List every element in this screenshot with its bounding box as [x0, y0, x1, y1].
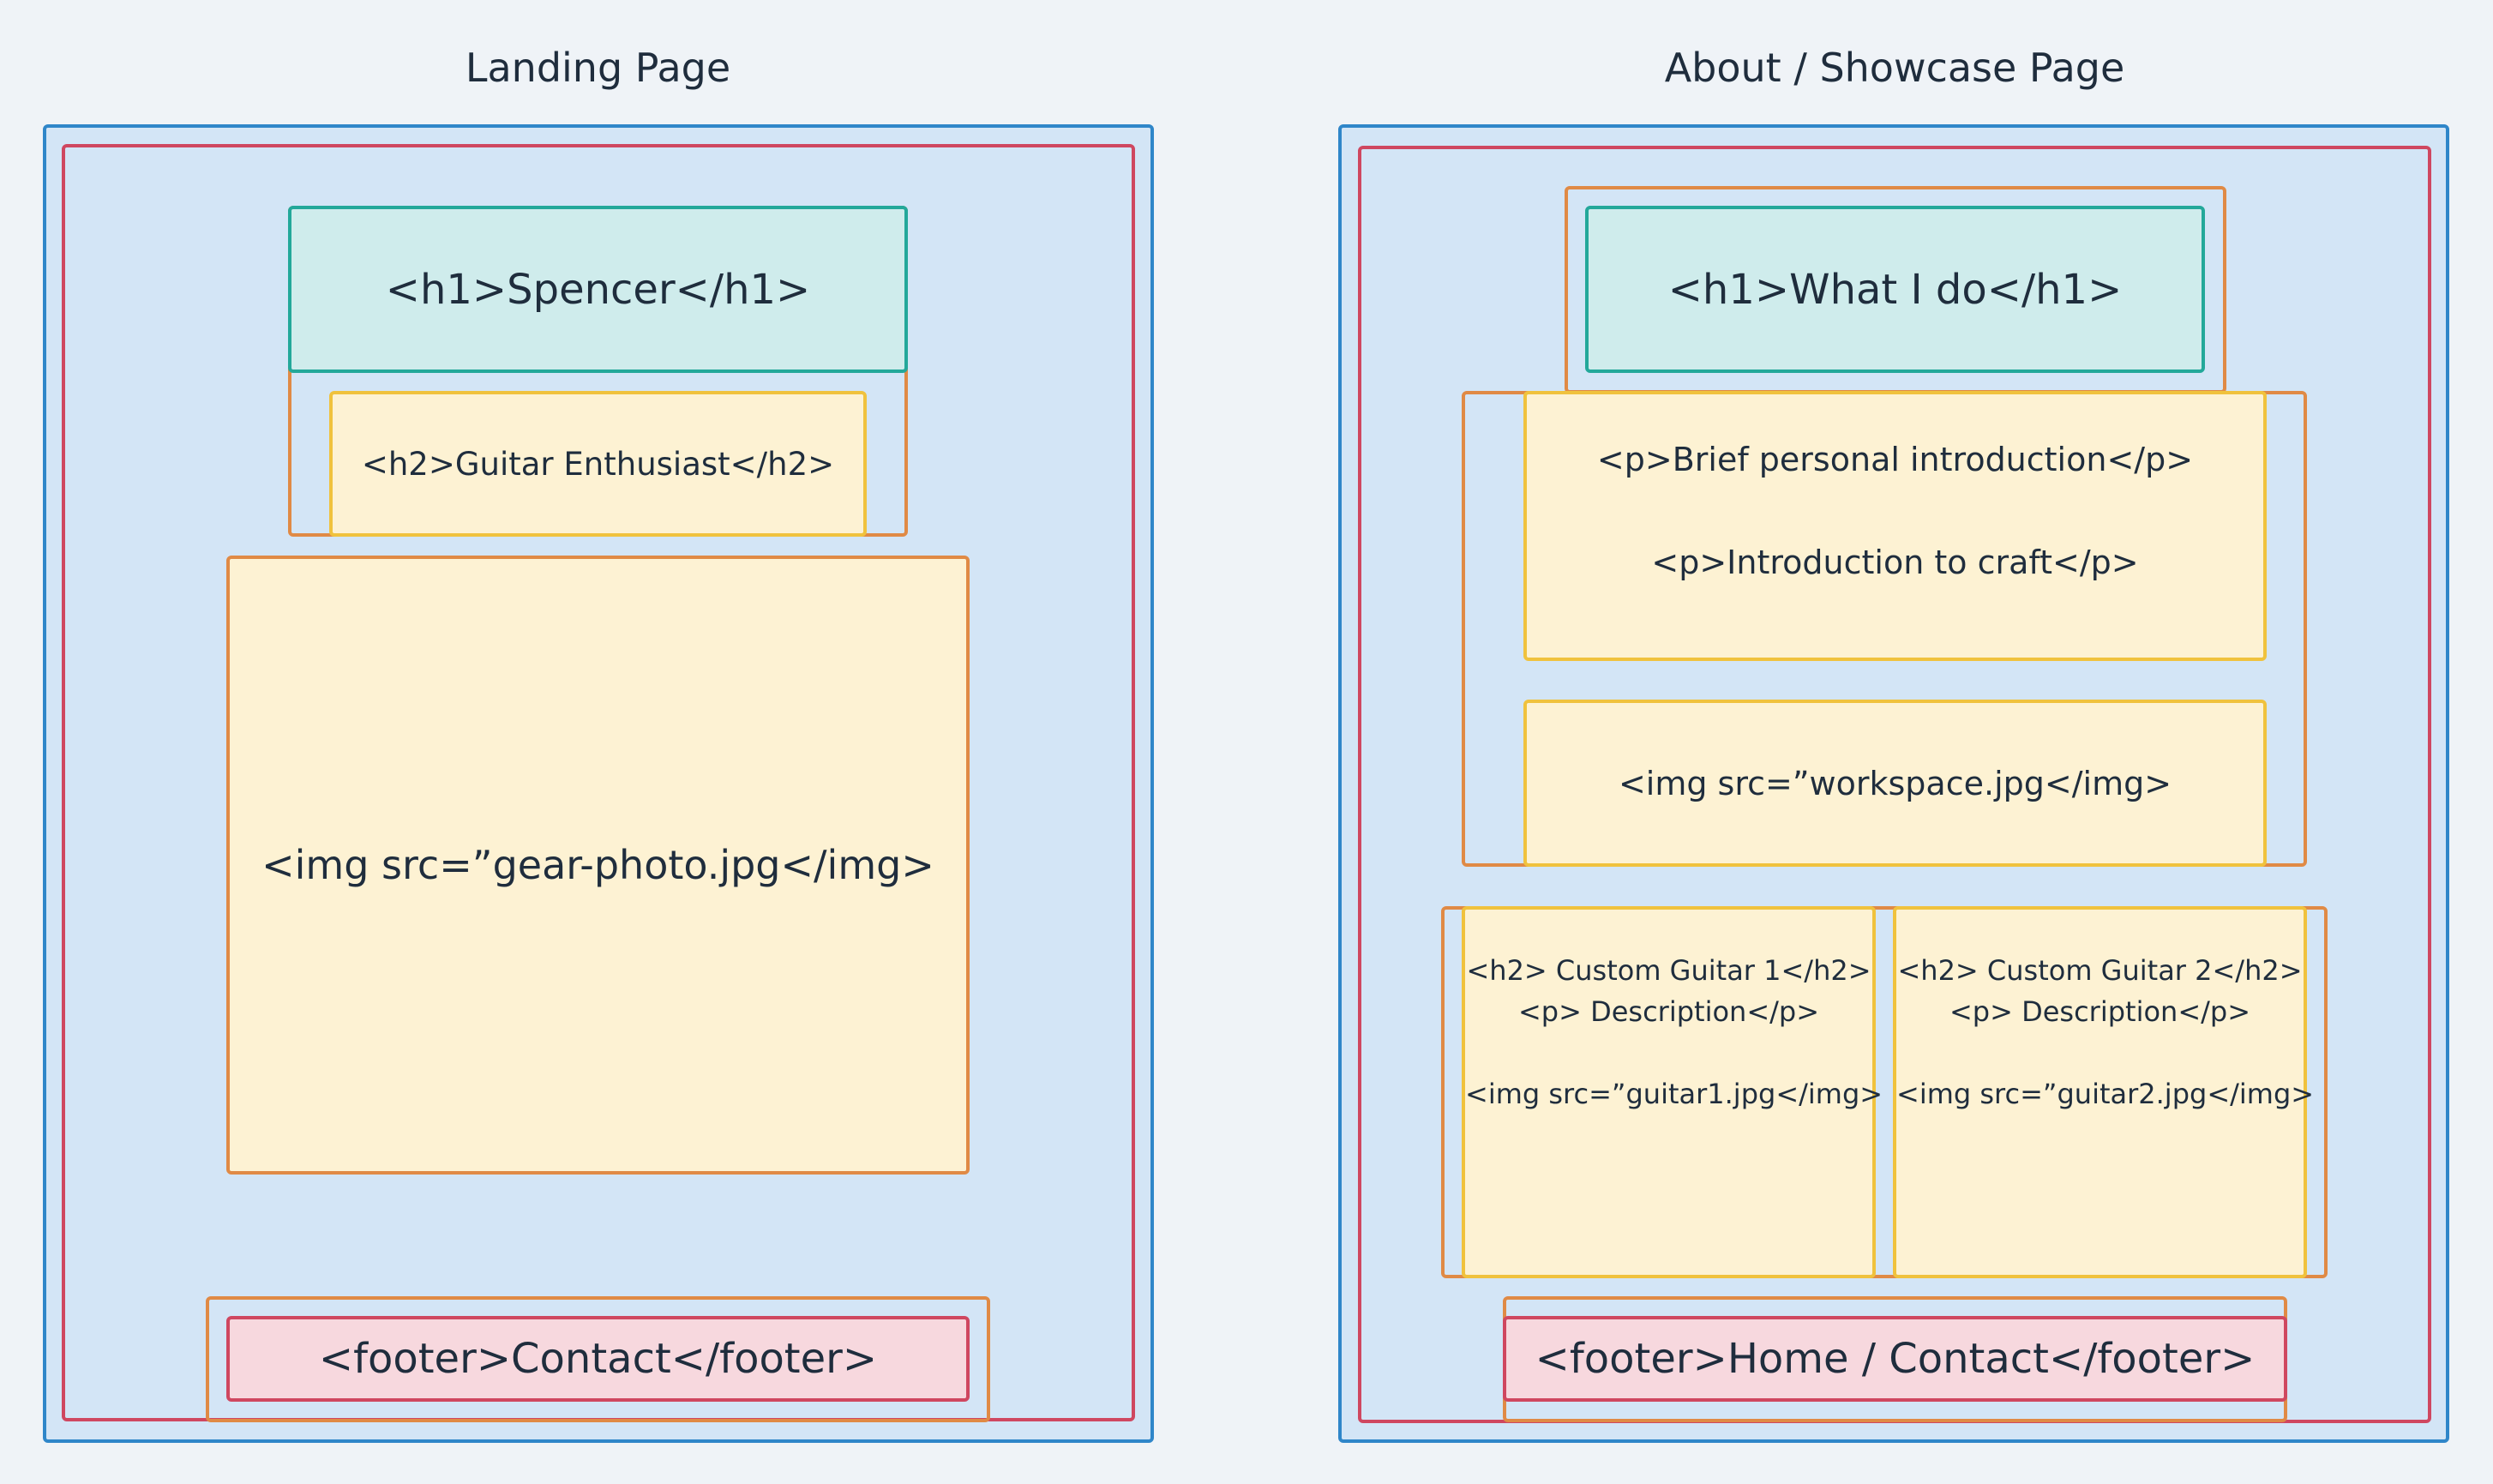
about-page-title: About / Showcase Page [1664, 45, 2125, 91]
about-footer-box: <footer>Home / Contact</footer> [1503, 1316, 2287, 1402]
landing-footer-text: <footer>Contact</footer> [318, 1335, 878, 1383]
landing-h1-box: <h1>Spencer</h1> [288, 206, 908, 373]
about-showcase-section [1441, 906, 2328, 1278]
landing-page-title: Landing Page [465, 45, 731, 91]
landing-h2-text: <h2>Guitar Enthusiast</h2> [361, 445, 835, 483]
about-card-1: <h2> Custom Guitar 1</h2> <p> Descriptio… [1462, 906, 1883, 1278]
about-workspace-image-box: <img src=”workspace.jpg</img> [1523, 700, 2267, 867]
landing-image-text: <img src=”gear-photo.jpg</img> [261, 842, 934, 888]
about-h1-text: <h1>What I do</h1> [1667, 265, 2123, 314]
about-intro-box: <p>Brief personal introduction</p> <p>In… [1523, 391, 2267, 661]
landing-image-box: <img src=”gear-photo.jpg</img> [226, 556, 970, 1175]
about-p2-text: <p>Introduction to craft</p> [1651, 544, 2139, 581]
card-2-image-text: <img src=”guitar2.jpg</img> [1896, 1078, 2315, 1110]
card-1-description: <p> Description</p> [1517, 995, 1820, 1028]
about-footer-text: <footer>Home / Contact</footer> [1535, 1335, 2256, 1383]
landing-footer-section [206, 1296, 990, 1422]
about-h1-box: <h1>What I do</h1> [1585, 206, 2205, 373]
about-p1-text: <p>Brief personal introduction</p> [1596, 441, 2194, 478]
about-card-2: <h2> Custom Guitar 2</h2> <p> Descriptio… [1893, 906, 2315, 1278]
landing-footer-box: <footer>Contact</footer> [226, 1316, 970, 1402]
landing-h2-box: <h2>Guitar Enthusiast</h2> [329, 391, 867, 537]
card-2-heading: <h2> Custom Guitar 2</h2> [1897, 954, 2303, 987]
landing-h1-text: <h1>Spencer</h1> [385, 265, 811, 314]
card-1-image-text: <img src=”guitar1.jpg</img> [1465, 1078, 1883, 1110]
about-workspace-image-text: <img src=”workspace.jpg</img> [1618, 764, 2172, 802]
card-2-description: <p> Description</p> [1949, 995, 2251, 1028]
card-1-heading: <h2> Custom Guitar 1</h2> [1466, 954, 1871, 987]
